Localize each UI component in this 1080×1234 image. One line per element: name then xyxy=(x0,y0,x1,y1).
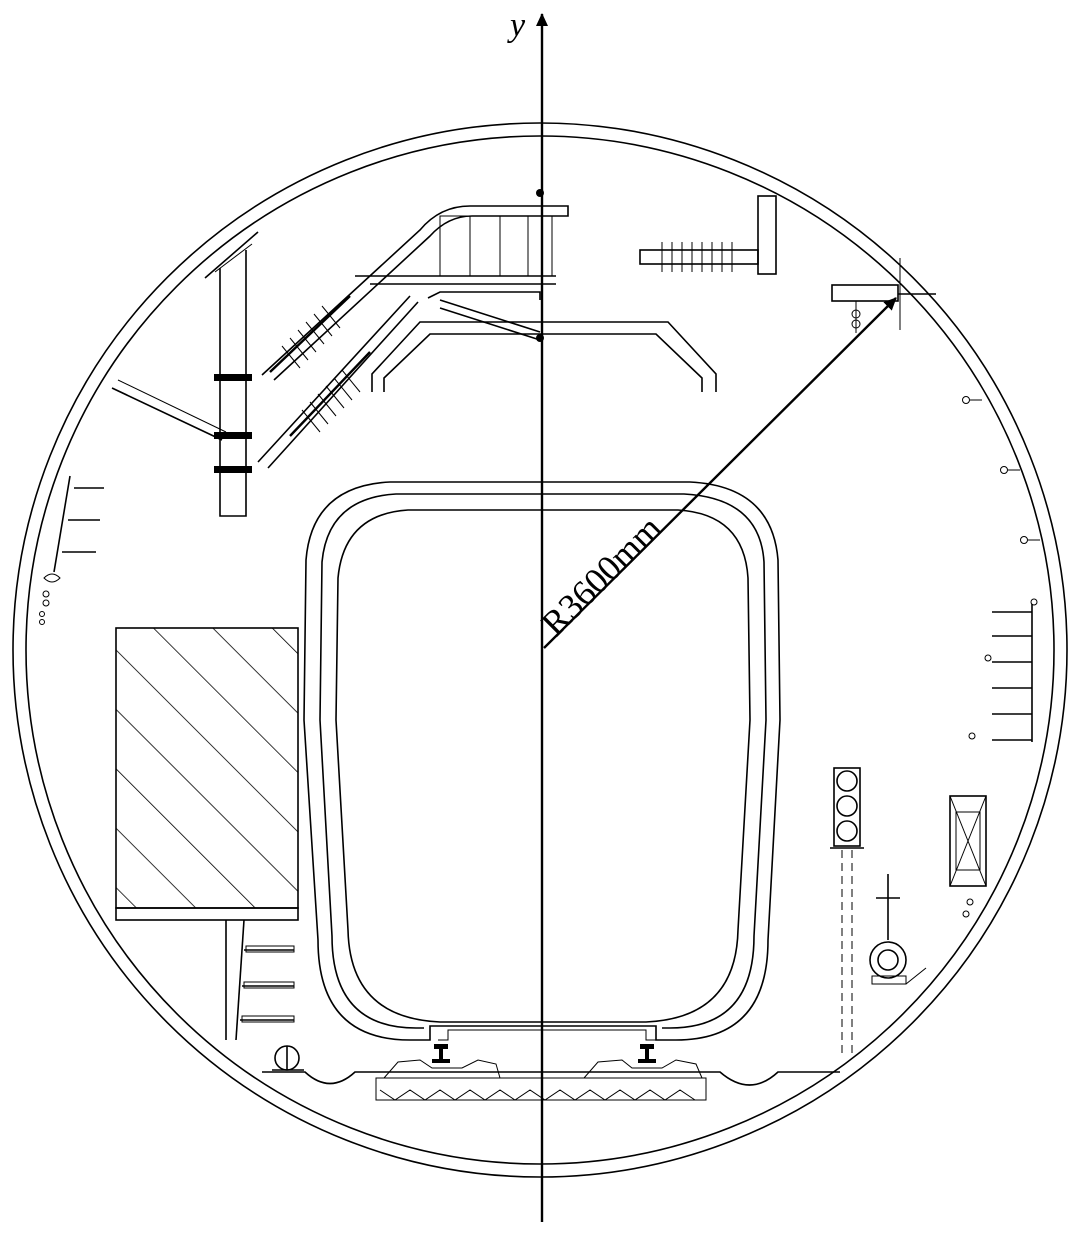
ballast-zigzag xyxy=(379,1089,696,1101)
cable-hooks-right xyxy=(962,396,1040,544)
cable-trays-right xyxy=(968,598,1038,742)
right-rail xyxy=(638,1044,656,1063)
equipment-box-right xyxy=(949,795,987,887)
pipe-clamp-left xyxy=(272,1045,304,1071)
catenary-cantilever xyxy=(111,189,569,517)
upper-insulator xyxy=(269,295,351,373)
left-rail xyxy=(432,1044,450,1063)
right-sleeper xyxy=(583,1059,703,1079)
invert-surface xyxy=(262,1071,840,1086)
vehicle-outer-profile xyxy=(303,481,781,1041)
radius-label: R3600mm xyxy=(533,508,669,644)
wall-bracket-top-right xyxy=(831,258,936,333)
track-bed xyxy=(262,1044,840,1101)
lower-insulator xyxy=(289,351,371,437)
bogie-line xyxy=(438,1029,656,1041)
y-axis-label: y xyxy=(507,7,526,44)
hatched-equipment-block xyxy=(115,627,299,921)
cantilever-arm xyxy=(261,205,569,381)
feeder-insulator xyxy=(639,195,777,275)
train-outline xyxy=(303,481,781,1041)
tunnel-lining xyxy=(12,122,1068,1178)
vehicle-inner-profile xyxy=(319,493,767,1029)
vehicle-body-profile xyxy=(335,509,751,1023)
tunnel-outer-circle xyxy=(12,122,1068,1178)
bracket-frame xyxy=(439,215,553,277)
support-pole xyxy=(219,250,247,517)
left-sleeper xyxy=(383,1059,501,1079)
tunnel-inner-circle xyxy=(25,135,1055,1165)
cable-brackets-left xyxy=(39,475,104,625)
registration-arm xyxy=(111,387,223,441)
cable-trays-left xyxy=(225,919,295,1041)
pantograph-gauge xyxy=(371,321,717,392)
radius-dimension-line xyxy=(543,297,897,649)
fire-pipe-right xyxy=(869,874,974,985)
signal-light xyxy=(830,767,864,1058)
